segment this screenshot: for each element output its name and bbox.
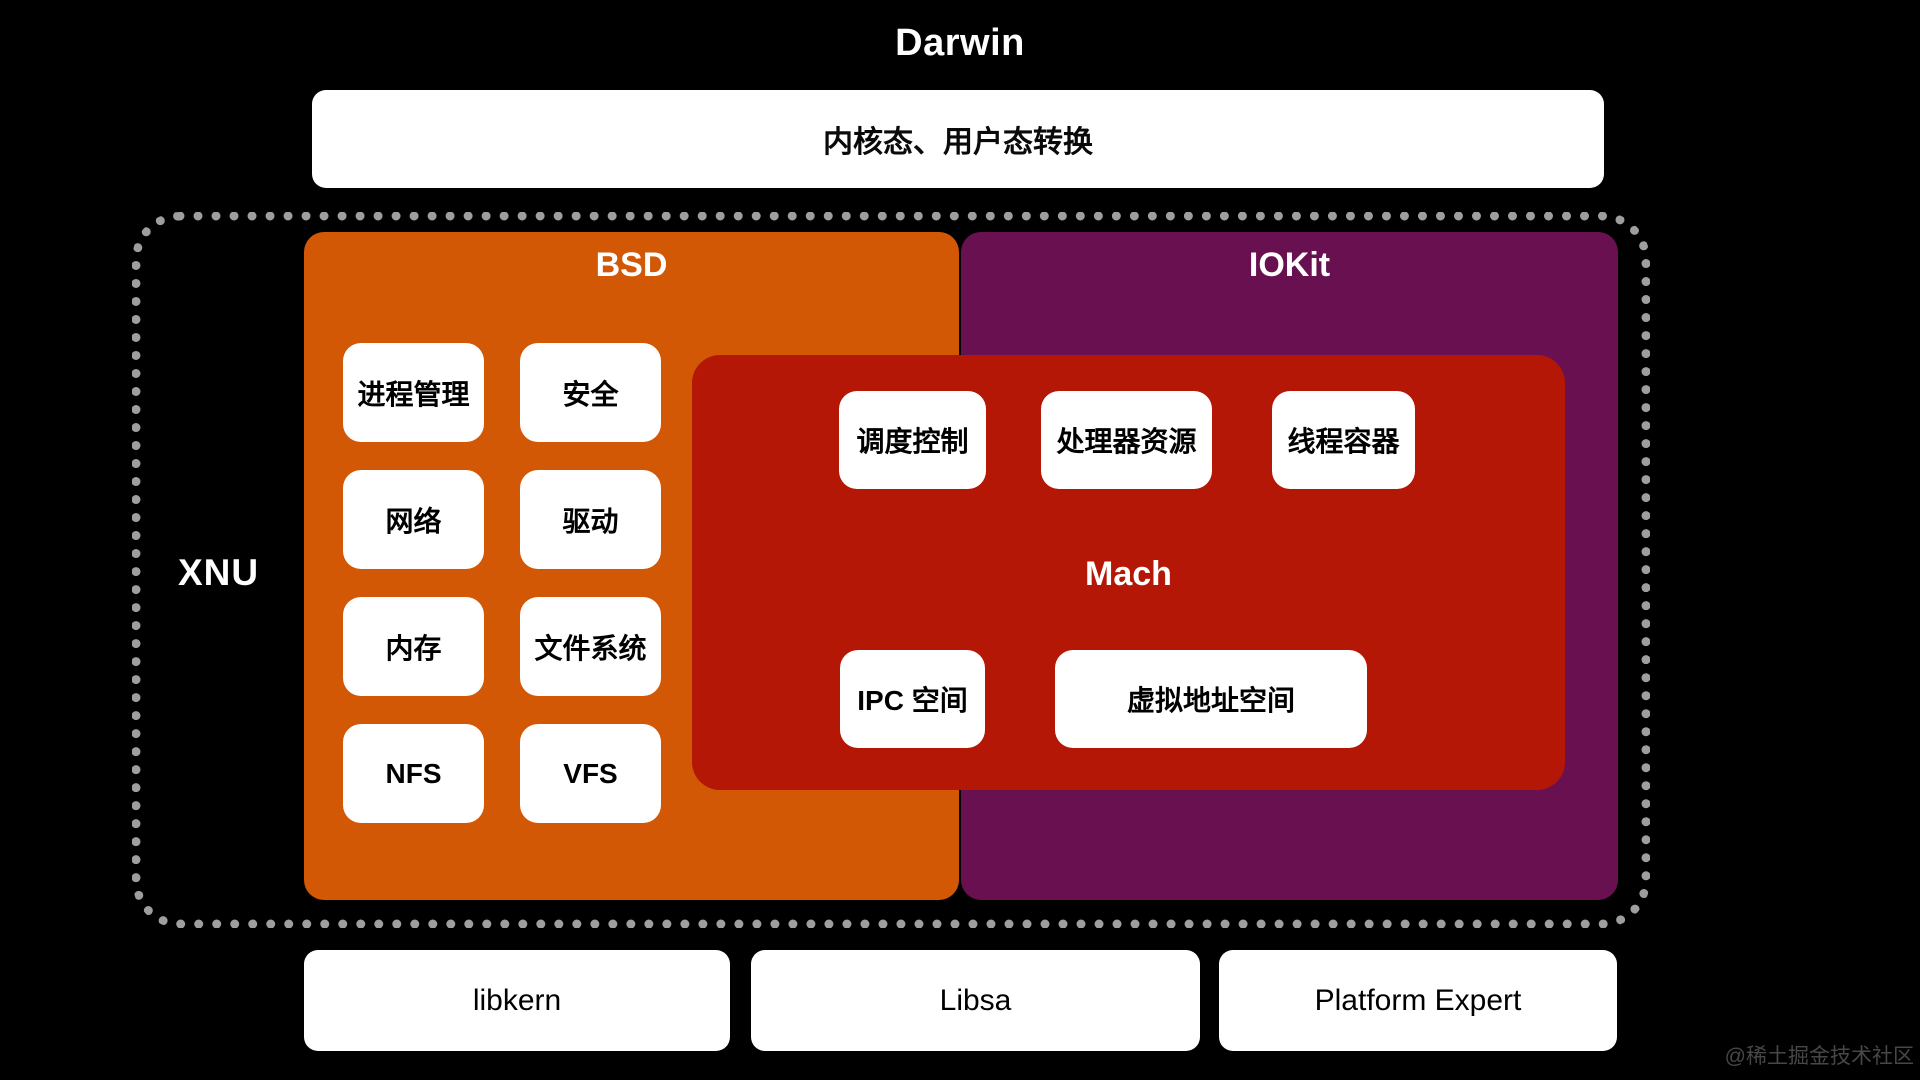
- bottom-box-platform-expert: Platform Expert: [1219, 950, 1617, 1051]
- bsd-chip-vfs: VFS: [520, 724, 661, 823]
- bsd-chip-network: 网络: [343, 470, 484, 569]
- bsd-layer-title: BSD: [595, 246, 668, 284]
- bsd-chip-security: 安全: [520, 343, 661, 442]
- mach-chip-thread-container: 线程容器: [1272, 391, 1415, 489]
- mach-layer-title: Mach: [1085, 555, 1172, 593]
- mach-layer-box: Mach 调度控制 处理器资源 线程容器 IPC 空间 虚拟地址空间: [692, 355, 1565, 790]
- kernel-user-mode-switch-box: 内核态、用户态转换: [312, 90, 1604, 188]
- mach-chip-processor-resources: 处理器资源: [1041, 391, 1212, 489]
- bsd-chip-filesystem: 文件系统: [520, 597, 661, 696]
- bottom-box-libkern: libkern: [304, 950, 730, 1051]
- bsd-chip-memory: 内存: [343, 597, 484, 696]
- iokit-layer-title: IOKit: [1248, 246, 1331, 284]
- xnu-label: XNU: [178, 552, 260, 593]
- mach-chip-virtual-address-space: 虚拟地址空间: [1055, 650, 1367, 748]
- mach-chip-scheduling-control: 调度控制: [839, 391, 986, 489]
- kernel-user-mode-switch-label: 内核态、用户态转换: [823, 126, 1093, 159]
- mach-chip-ipc-space: IPC 空间: [840, 650, 985, 748]
- bsd-chip-nfs: NFS: [343, 724, 484, 823]
- diagram-title: Darwin: [895, 22, 1025, 64]
- bsd-chip-process-management: 进程管理: [343, 343, 484, 442]
- bottom-box-libsa: Libsa: [751, 950, 1200, 1051]
- juejin-watermark: @稀土掘金技术社区: [1724, 1045, 1914, 1068]
- xnu-dotted-container: [132, 212, 1650, 928]
- bsd-chip-driver: 驱动: [520, 470, 661, 569]
